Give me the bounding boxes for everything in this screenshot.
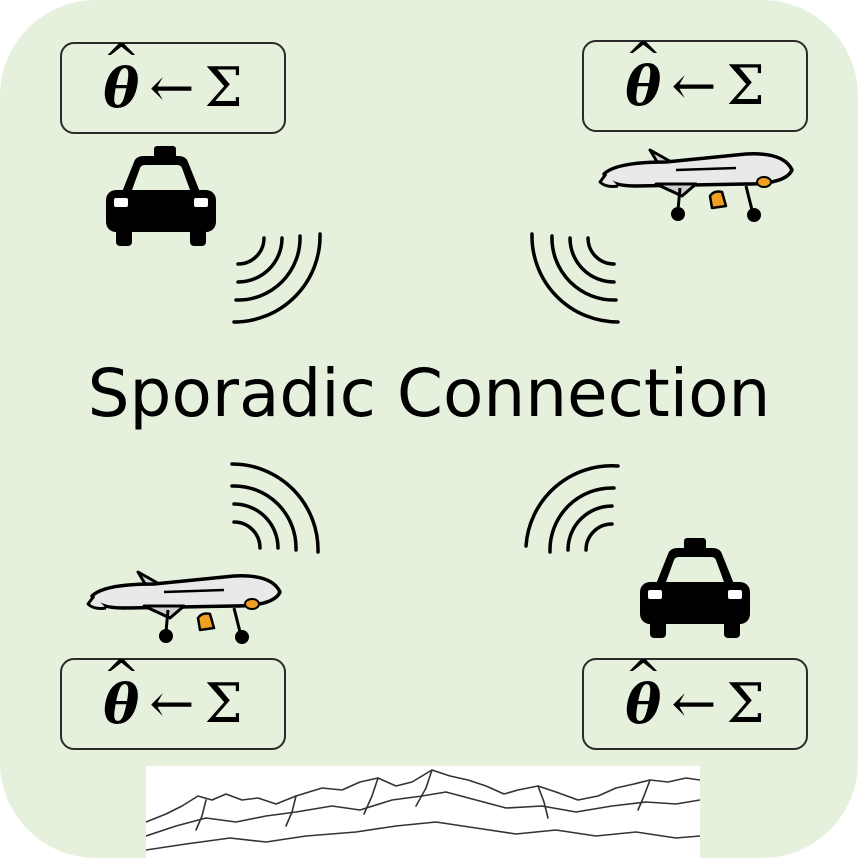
signal-waves-icon bbox=[230, 462, 320, 554]
left-arrow-symbol: ← bbox=[671, 672, 717, 735]
taxi-car-icon bbox=[106, 146, 216, 246]
aggregation-formula: ^θ ← Σ bbox=[625, 37, 765, 117]
drone-icon bbox=[598, 148, 794, 222]
left-arrow-symbol: ← bbox=[671, 54, 717, 117]
signal-waves-icon bbox=[232, 232, 322, 324]
sigma-symbol: Σ bbox=[204, 56, 243, 119]
formula-box-bottom-right: ^θ ← Σ bbox=[582, 655, 808, 750]
signal-waves-icon bbox=[524, 464, 620, 554]
formula-box-top-right: ^θ ← Σ bbox=[582, 37, 808, 132]
hat-accent: ^ bbox=[624, 33, 662, 84]
theta-hat-symbol: ^θ bbox=[103, 655, 140, 732]
hat-accent: ^ bbox=[102, 35, 140, 86]
theta-letter: θ bbox=[103, 672, 140, 736]
taxi-car-icon bbox=[640, 538, 750, 638]
sigma-symbol: Σ bbox=[726, 54, 765, 117]
theta-letter: θ bbox=[625, 672, 662, 736]
mountain-sketch bbox=[146, 766, 700, 858]
mountain-range-icon bbox=[146, 769, 700, 851]
hat-accent: ^ bbox=[102, 651, 140, 702]
theta-hat-symbol: ^θ bbox=[103, 39, 140, 116]
formula-box-bottom-left: ^θ ← Σ bbox=[60, 655, 286, 750]
formula-box-top-left: ^θ ← Σ bbox=[60, 39, 286, 134]
aggregation-formula: ^θ ← Σ bbox=[625, 655, 765, 735]
drone-icon bbox=[86, 570, 282, 644]
left-arrow-symbol: ← bbox=[149, 672, 195, 735]
theta-hat-symbol: ^θ bbox=[625, 655, 662, 732]
theta-hat-symbol: ^θ bbox=[625, 37, 662, 114]
aggregation-formula: ^θ ← Σ bbox=[103, 655, 243, 735]
aggregation-formula: ^θ ← Σ bbox=[103, 39, 243, 119]
hat-accent: ^ bbox=[624, 651, 662, 702]
signal-waves-icon bbox=[530, 232, 620, 324]
left-arrow-symbol: ← bbox=[149, 56, 195, 119]
theta-letter: θ bbox=[625, 54, 662, 118]
diagram-title: Sporadic Connection bbox=[87, 355, 771, 432]
sigma-symbol: Σ bbox=[726, 672, 765, 735]
theta-letter: θ bbox=[103, 56, 140, 120]
sigma-symbol: Σ bbox=[204, 672, 243, 735]
